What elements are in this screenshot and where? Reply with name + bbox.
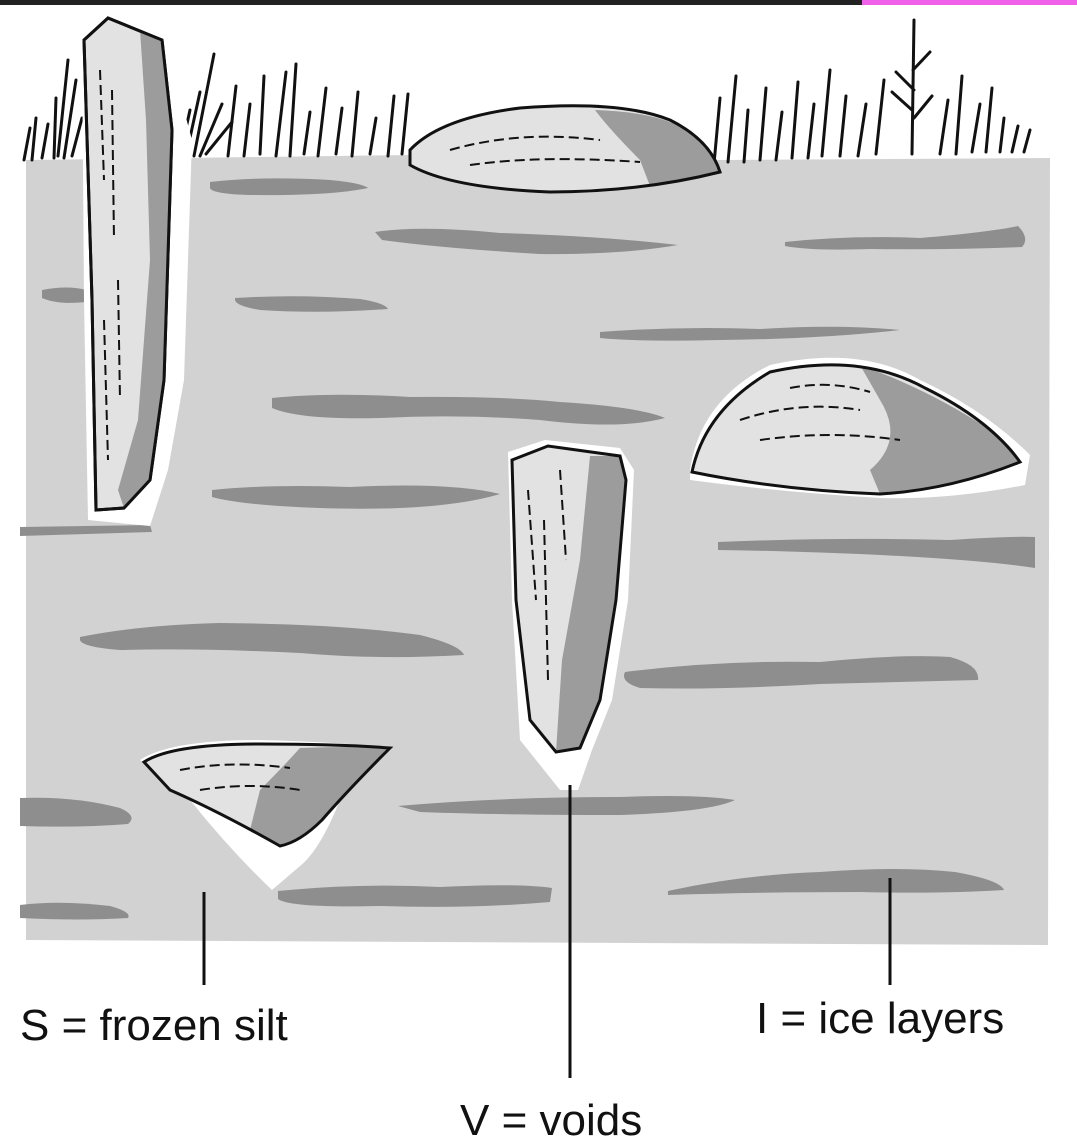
top-magenta-strip: [862, 0, 1077, 5]
silt-label: S = frozen silt: [20, 1001, 288, 1050]
voids-label: V = voids: [460, 1096, 642, 1145]
surface-boulder: [410, 106, 720, 192]
ice-lens: [278, 885, 552, 907]
top-dark-strip: [0, 0, 862, 5]
ice-label: I = ice layers: [756, 994, 1004, 1043]
